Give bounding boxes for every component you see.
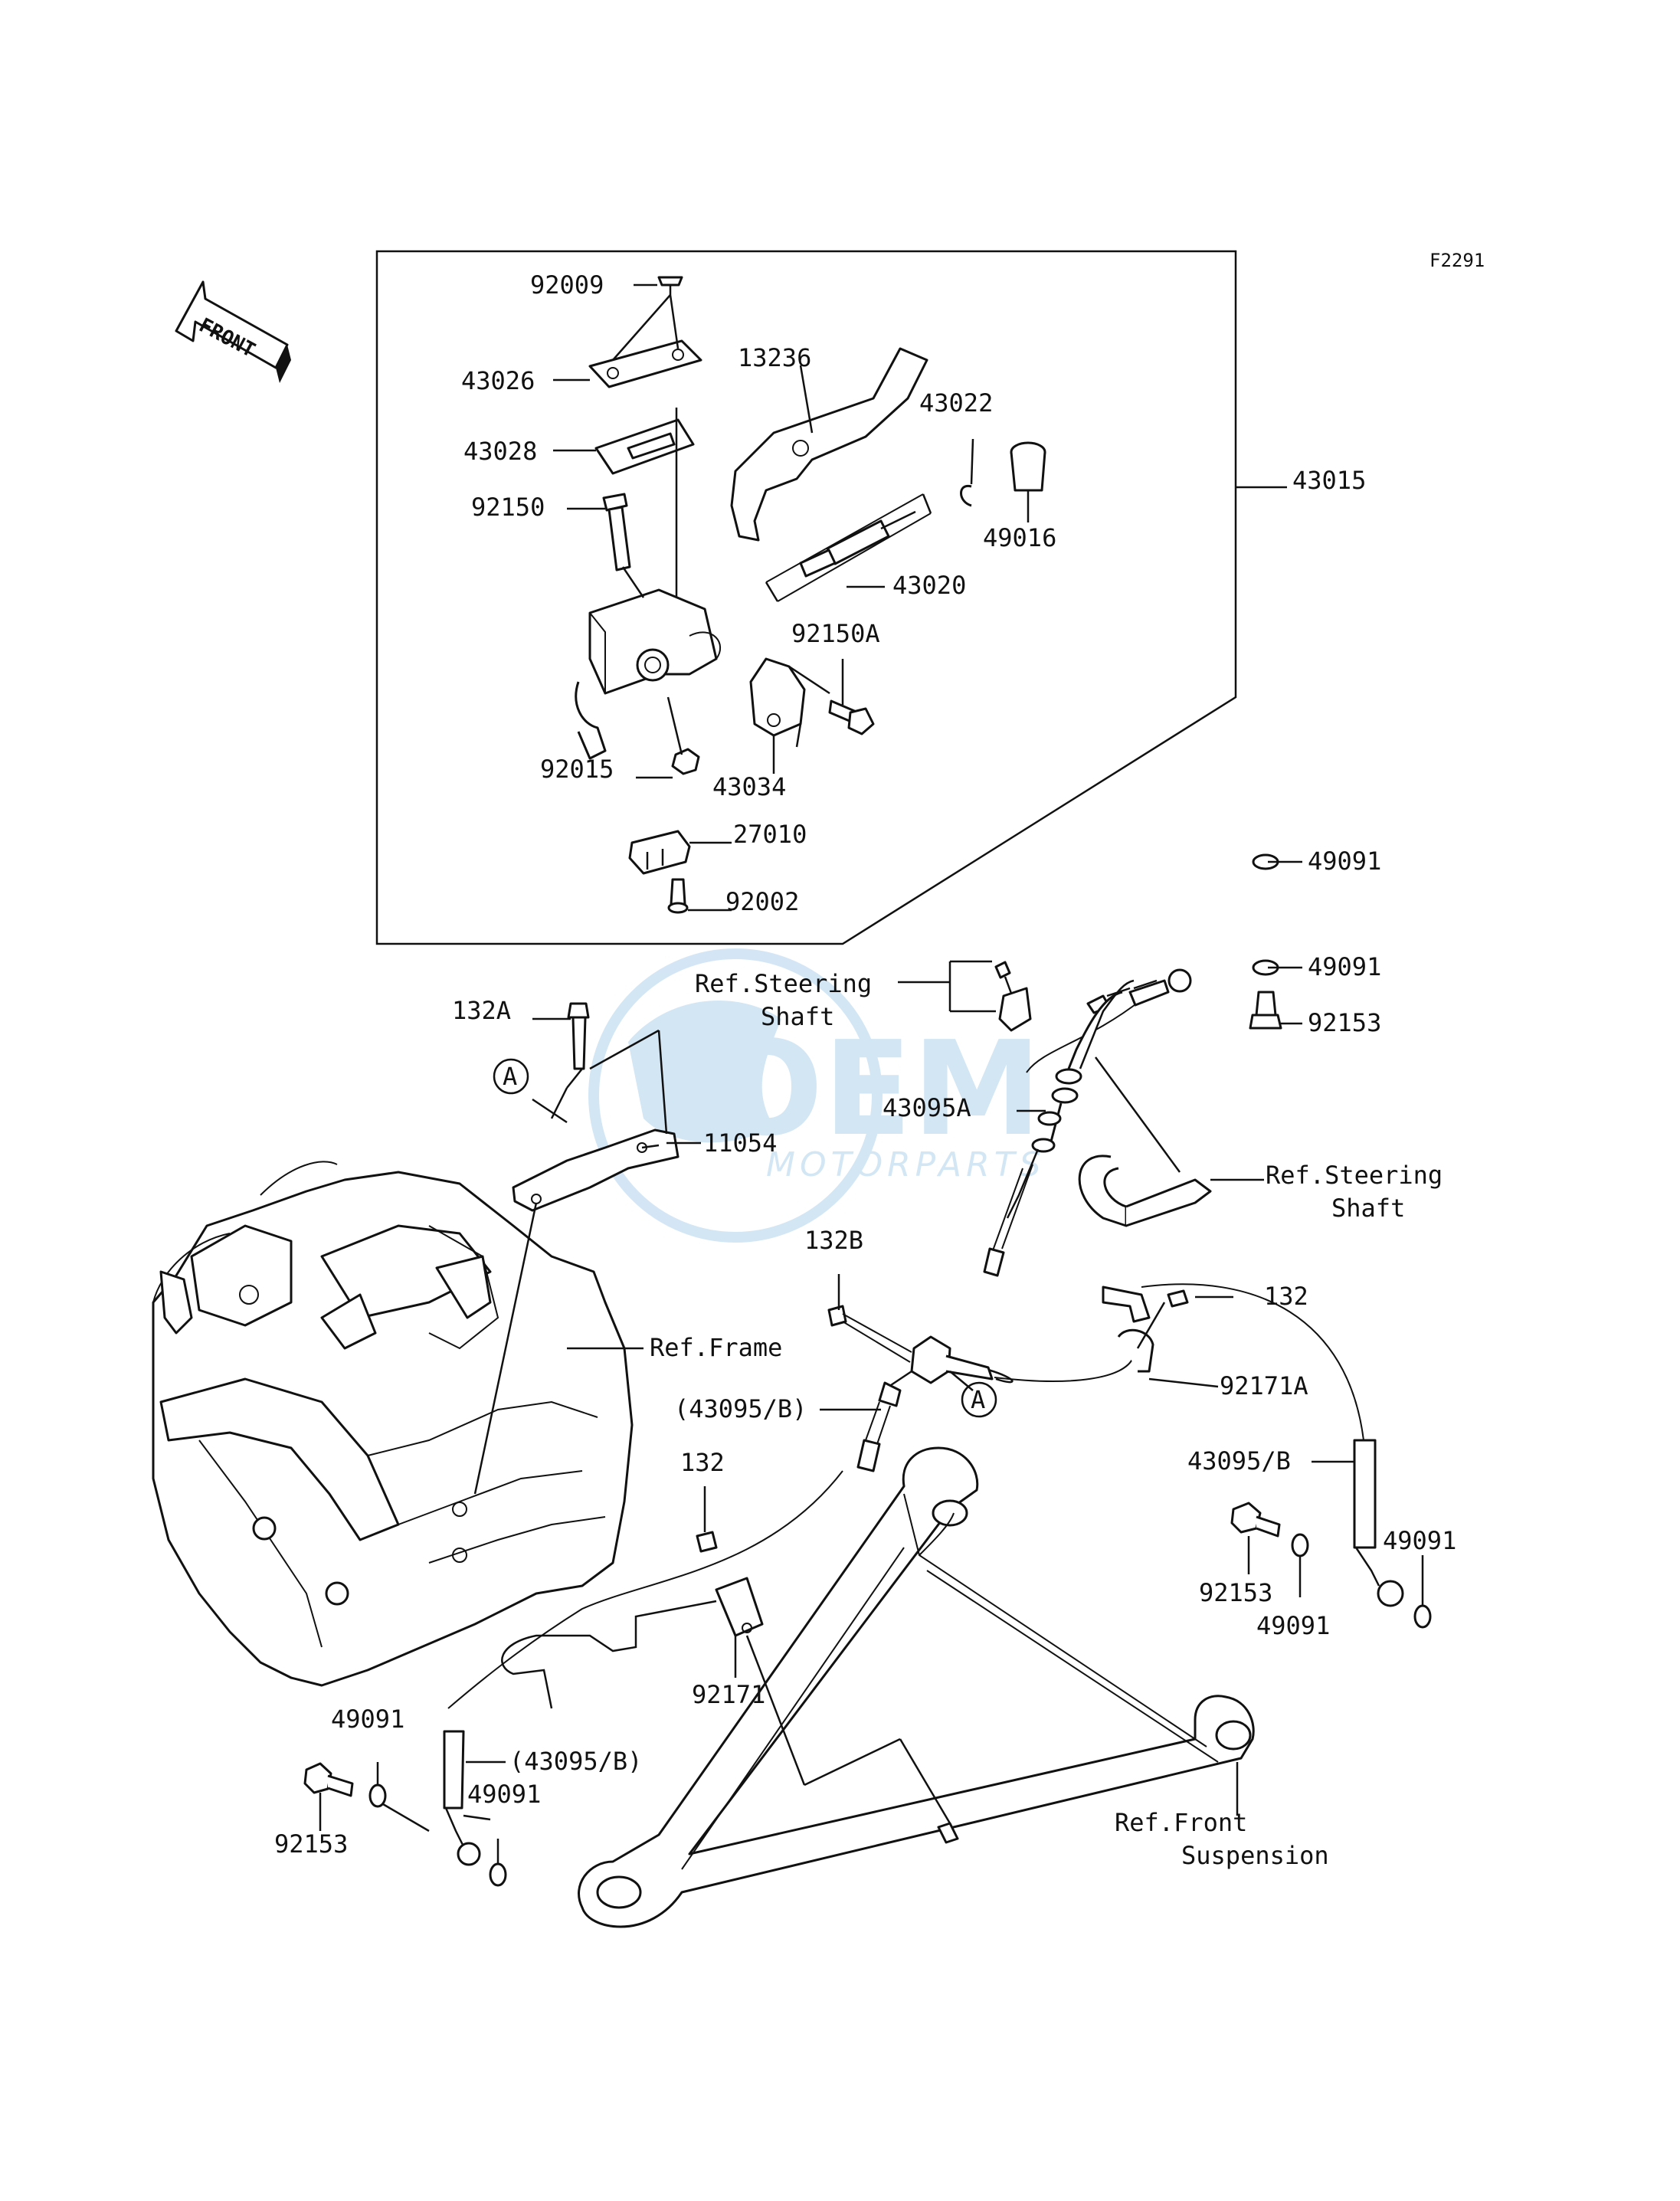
front-arrow-icon: FRONT: [175, 280, 291, 383]
clamp-43034: [749, 657, 806, 737]
label-43015: 43015: [1292, 466, 1366, 495]
leader-lines-assembly: [553, 283, 1287, 912]
label-43095B: 43095/B: [1187, 1446, 1291, 1476]
diaphragm-43028: [594, 418, 695, 475]
clamp-92171A: [1102, 1286, 1189, 1373]
assembly-outline: [375, 250, 1237, 945]
hose-left: [443, 1470, 843, 1866]
washer-49091-right-2: [1413, 1604, 1432, 1629]
label-43034: 43034: [712, 772, 786, 801]
leader-lines-lower: [319, 860, 1424, 1864]
label-132-a: 132: [1264, 1282, 1308, 1311]
part-labels: 92009 43026 43028 92150 13236 43022 4901…: [274, 270, 1456, 1870]
screw-92009: [657, 276, 683, 295]
washer-49091-left-2: [489, 1862, 507, 1887]
label-92009: 92009: [530, 270, 604, 300]
label-49016: 49016: [983, 523, 1056, 552]
label-92153-b: 92153: [1199, 1578, 1272, 1607]
callout-a-lower-label: A: [971, 1385, 985, 1414]
label-43095A: 43095A: [883, 1093, 971, 1122]
switch-27010: [628, 830, 691, 875]
label-ref-frame: Ref.Frame: [650, 1333, 782, 1362]
washer-49091-right-1: [1291, 1533, 1309, 1557]
bolt-92150: [602, 493, 631, 572]
label-13236: 13236: [738, 343, 811, 372]
callout-a-lower: A: [961, 1381, 997, 1418]
label-49091-b: 49091: [1308, 952, 1381, 981]
label-49091-c: 49091: [1383, 1526, 1456, 1555]
watermark-brand: OEM: [712, 1014, 1042, 1165]
bolt-92153-left: [303, 1762, 354, 1797]
label-49091-e: 49091: [331, 1705, 404, 1734]
brake-hose-main: [1026, 968, 1192, 1073]
master-cylinder-body: [575, 588, 721, 760]
brake-hose-upper: [983, 979, 1135, 1277]
screw-92002: [667, 878, 689, 914]
bolt-92153-top: [1249, 991, 1282, 1030]
label-ref-steering-2-line1: Ref.Steering: [1266, 1161, 1443, 1190]
label-49091-f: 49091: [467, 1780, 541, 1809]
bracket-92171: [501, 1577, 764, 1709]
junction-block: [856, 1335, 1135, 1472]
label-92002: 92002: [725, 887, 799, 916]
label-92150A: 92150A: [791, 619, 880, 648]
frame: [152, 1161, 634, 1687]
bolt-132B: [827, 1305, 912, 1363]
nut-92015: [671, 748, 700, 775]
label-92015: 92015: [540, 755, 614, 784]
label-11054: 11054: [703, 1128, 777, 1158]
label-132A: 132A: [452, 996, 511, 1025]
clamp-ref-steering-2: [1078, 1155, 1212, 1227]
bolt-132-lower: [696, 1531, 718, 1553]
label-27010: 27010: [733, 820, 807, 849]
label-43028: 43028: [463, 437, 537, 466]
label-ref-front-susp-line1: Ref.Front: [1115, 1808, 1247, 1837]
bolt-92153-right: [1230, 1502, 1281, 1538]
label-43020: 43020: [892, 571, 966, 600]
bolt-92150A: [828, 699, 875, 735]
label-43095B-paren-b: (43095/B): [509, 1747, 642, 1776]
label-49091-a: 49091: [1308, 847, 1381, 876]
bushing-49016: [1010, 441, 1046, 492]
label-43095B-paren-a: (43095/B): [674, 1394, 807, 1423]
bracket-11054: [512, 1128, 680, 1212]
clamp-ref-steering-1: [994, 961, 1032, 1032]
bolt-132A: [567, 1002, 590, 1070]
watermark-sub: MOTORPARTS: [766, 1145, 1046, 1184]
label-92171A: 92171A: [1220, 1371, 1308, 1400]
clip-43022: [960, 484, 972, 507]
label-43026: 43026: [461, 366, 535, 395]
cap-43026: [588, 339, 702, 388]
diagram-code: F2291: [1429, 250, 1485, 271]
label-ref-steering-2-line2: Shaft: [1331, 1194, 1405, 1223]
label-43022: 43022: [919, 388, 993, 418]
label-ref-steering-1-line1: Ref.Steering: [695, 969, 872, 998]
label-92150: 92150: [471, 493, 545, 522]
label-132B: 132B: [804, 1226, 863, 1255]
front-suspension-a-arm: [578, 1446, 1255, 1928]
washer-49091-left-1: [368, 1783, 387, 1808]
label-92171: 92171: [692, 1680, 765, 1709]
callout-a-upper-label: A: [503, 1062, 517, 1091]
label-92153-a: 92153: [1308, 1008, 1381, 1037]
watermark: OEM MOTORPARTS: [588, 948, 1046, 1243]
label-132-b: 132: [680, 1448, 725, 1477]
label-ref-steering-1-line2: Shaft: [761, 1002, 834, 1031]
callout-a-upper: A: [493, 1058, 529, 1095]
label-92153-c: 92153: [274, 1829, 348, 1859]
label-ref-front-susp-line2: Suspension: [1181, 1841, 1329, 1870]
lever-13236: [730, 347, 928, 542]
piston-kit-43020: [765, 493, 932, 602]
hose-right-43095B: [1141, 1283, 1404, 1607]
label-49091-d: 49091: [1256, 1611, 1330, 1640]
